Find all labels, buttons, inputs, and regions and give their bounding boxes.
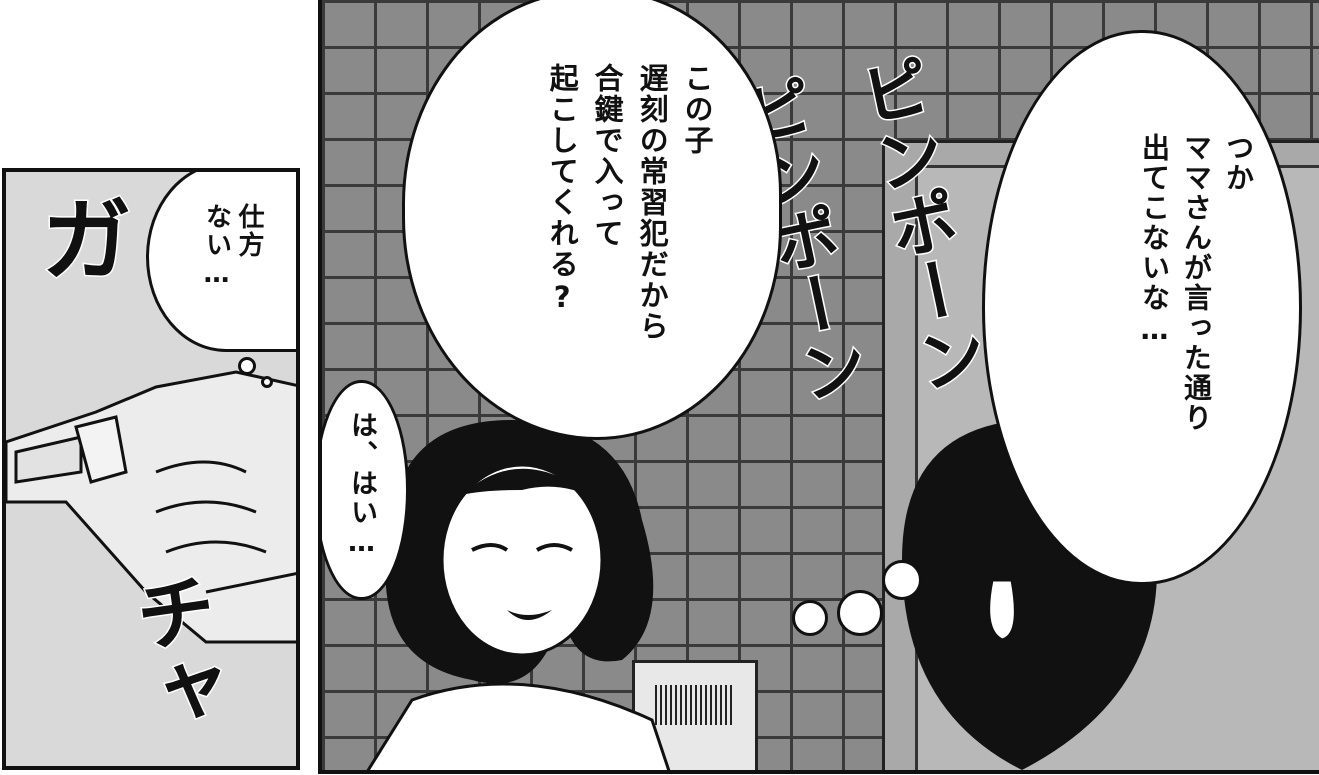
woman-character xyxy=(366,420,671,770)
speech-bubble-mother: この子 遅刻の常習犯だから 合鍵で入って 起こしてくれる? xyxy=(402,0,782,440)
panel-right-doorway: ピンポーン ピンポーン この子 遅刻の常習犯だから 合鍵で入って 起こしてくれる… xyxy=(318,0,1319,774)
speech-bubble-boy: は、はい… xyxy=(322,380,409,600)
thought-dot xyxy=(882,560,922,600)
speech-line: 遅刻の常習犯だから xyxy=(635,63,670,342)
thought-bubble-boy: つか ママさんが言った通り 出てこないな… xyxy=(982,30,1302,585)
thought-dot xyxy=(837,590,883,636)
speech-line: 起こしてくれる? xyxy=(545,63,580,316)
thought-line: ママさんが言った通り xyxy=(1180,133,1213,433)
speech-line: 仕方 xyxy=(234,203,264,259)
sfx-ga: ガ xyxy=(24,191,134,286)
thought-dot xyxy=(238,357,256,375)
speech-line: この子 xyxy=(680,63,714,156)
speech-line: ない… xyxy=(201,203,232,291)
sfx-cha: チャ xyxy=(116,565,233,739)
hand-with-key-illustration xyxy=(6,370,296,644)
intercom xyxy=(632,660,758,770)
thought-dot xyxy=(792,600,828,636)
panel-left-key: ガ チャ 仕方 ない… xyxy=(2,168,300,770)
thought-line: つか xyxy=(1222,133,1255,193)
speech-bubble-left: 仕方 ない… xyxy=(146,172,296,352)
speech-line: 合鍵で入って xyxy=(590,63,625,249)
thought-line: 出てこないな… xyxy=(1138,133,1171,348)
thought-dot xyxy=(261,376,273,388)
speech-line: は、はい… xyxy=(346,411,377,560)
